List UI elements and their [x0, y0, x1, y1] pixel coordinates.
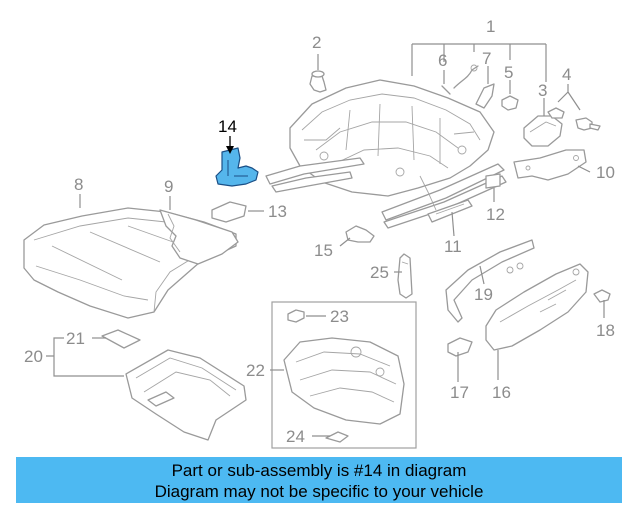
callout-5: 5 [504, 63, 513, 82]
part-7-lever [475, 83, 495, 109]
callout-22: 22 [246, 361, 265, 380]
callout-1: 1 [486, 17, 495, 36]
callout-17: 17 [450, 383, 469, 402]
callout-12: 12 [486, 205, 505, 224]
part-25-bracket [397, 253, 413, 299]
callout-18: 18 [596, 321, 615, 340]
leader-lines [46, 43, 605, 437]
callout-13: 13 [268, 202, 287, 221]
callout-23: 23 [330, 307, 349, 326]
part-11-strip [427, 199, 473, 223]
callout-8: 8 [74, 175, 83, 194]
part-4-fasteners [547, 107, 601, 131]
callout-16: 16 [492, 383, 511, 402]
info-banner: Part or sub-assembly is #14 in diagram D… [16, 457, 622, 503]
callout-20: 20 [24, 347, 43, 366]
part-5-clip [501, 95, 519, 111]
callout-6: 6 [438, 51, 447, 70]
callout-24: 24 [286, 427, 305, 446]
seat-frame [265, 79, 507, 229]
callout-19: 19 [474, 285, 493, 304]
callout-2: 2 [312, 33, 321, 52]
cushion-cover [159, 209, 239, 265]
part-2-bolt [309, 70, 327, 93]
callout-14: 14 [218, 117, 237, 136]
callout-15: 15 [314, 241, 333, 260]
part-18-clip [593, 289, 611, 303]
callout-10: 10 [596, 163, 615, 182]
inset-box [271, 301, 417, 449]
banner-line-2: Diagram may not be specific to your vehi… [154, 482, 484, 501]
callout-25: 25 [370, 263, 389, 282]
part-17-cap [447, 337, 473, 357]
part-16-side-shield [485, 263, 589, 351]
part-13-bracket [211, 201, 247, 223]
banner-line-1: Part or sub-assembly is #14 in diagram [171, 461, 467, 480]
callout-labels: 1 2 3 4 5 6 7 8 9 10 11 12 13 14 15 16 1… [24, 17, 615, 446]
part-19-trim [445, 239, 535, 323]
callout-9: 9 [164, 177, 173, 196]
callout-21: 21 [66, 329, 85, 348]
part-6-cable [441, 64, 479, 95]
part-21-tray-mat [101, 329, 141, 349]
part-15-bracket [345, 225, 375, 243]
part-14-highlighted [215, 147, 259, 187]
part-12-pad [485, 173, 501, 189]
callout-7: 7 [482, 49, 491, 68]
callout-11: 11 [444, 237, 462, 256]
callout-4: 4 [562, 65, 571, 84]
part-20-storage-tray [125, 349, 247, 441]
part-10-bracket [513, 149, 587, 181]
callout-3: 3 [538, 81, 547, 100]
part-3-motor [523, 115, 563, 147]
